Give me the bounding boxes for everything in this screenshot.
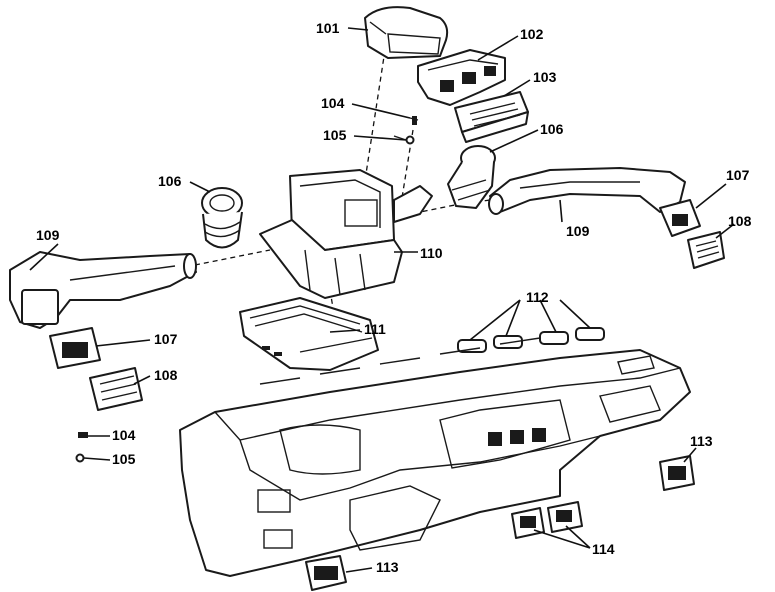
part-108-left-vent bbox=[89, 367, 143, 411]
callout-101: 101 bbox=[316, 20, 340, 36]
callout-106-right: 106 bbox=[540, 121, 564, 137]
callout-111: 111 bbox=[364, 321, 386, 337]
part-110-heater-housing bbox=[259, 169, 433, 299]
part-114-vents bbox=[511, 501, 583, 539]
callout-108-left: 108 bbox=[154, 367, 178, 383]
callout-103: 103 bbox=[533, 69, 557, 85]
callout-leaders bbox=[29, 27, 735, 573]
callout-106-left: 106 bbox=[158, 173, 182, 189]
callout-105-upper: 105 bbox=[323, 127, 347, 143]
part-109-right-duct bbox=[488, 167, 686, 215]
part-106-right-connector bbox=[447, 145, 496, 209]
callout-102: 102 bbox=[520, 26, 544, 42]
part-113-right-vent bbox=[659, 455, 695, 491]
part-107-right-vent bbox=[659, 199, 701, 237]
callout-113-right: 113 bbox=[690, 433, 713, 449]
callout-labels: 101 102 103 104 105 106 106 107 108 109 … bbox=[36, 20, 752, 575]
callout-105-lower: 105 bbox=[112, 451, 136, 467]
callout-104-lower: 104 bbox=[112, 427, 136, 443]
callout-112: 112 bbox=[526, 289, 549, 305]
dashboard-panel bbox=[179, 337, 691, 577]
part-102-distribution-duct bbox=[417, 49, 506, 106]
part-109-left-duct bbox=[9, 251, 197, 329]
callout-110: 110 bbox=[420, 245, 443, 261]
fasteners-lower bbox=[75, 432, 88, 463]
part-107-left-vent bbox=[49, 327, 101, 369]
part-101-air-intake bbox=[364, 6, 449, 59]
callout-108-right: 108 bbox=[728, 213, 752, 229]
callout-107-right: 107 bbox=[726, 167, 750, 183]
callout-109-left: 109 bbox=[36, 227, 60, 243]
part-103-filter-grid bbox=[454, 91, 529, 143]
fasteners-upper bbox=[393, 116, 419, 145]
callout-107-left: 107 bbox=[154, 331, 178, 347]
callout-109-right: 109 bbox=[566, 223, 590, 239]
callout-113-left: 113 bbox=[376, 559, 399, 575]
callout-104-upper: 104 bbox=[321, 95, 345, 111]
part-113-left-vent bbox=[305, 555, 347, 591]
part-106-left-connector bbox=[201, 187, 243, 249]
part-108-right-vent bbox=[687, 231, 725, 269]
part-111-tray bbox=[239, 297, 379, 371]
callout-114: 114 bbox=[592, 541, 615, 557]
